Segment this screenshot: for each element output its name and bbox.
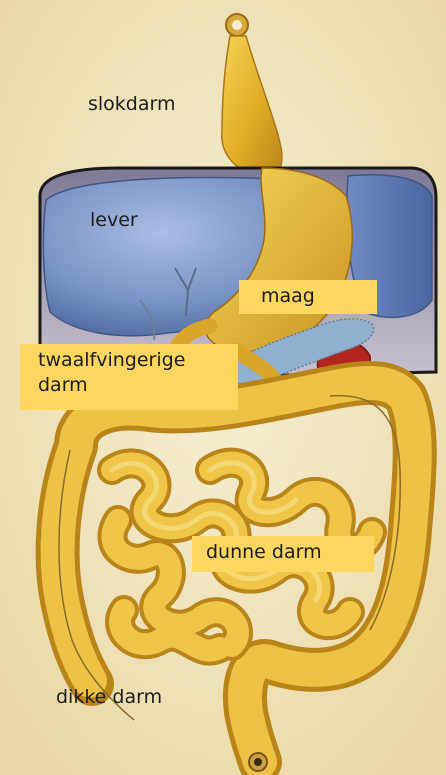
label-liver: lever [90,208,138,233]
label-duodenum-line1: twaalfvingerige [38,348,238,373]
label-large-intestine: dikke darm [56,685,162,710]
label-esophagus: slokdarm [88,92,176,117]
label-duodenum-line2: darm [38,373,238,398]
label-stomach: maag [239,280,377,314]
label-duodenum: twaalfvingerige darm [20,344,238,410]
label-small-intestine: dunne darm [192,536,374,572]
